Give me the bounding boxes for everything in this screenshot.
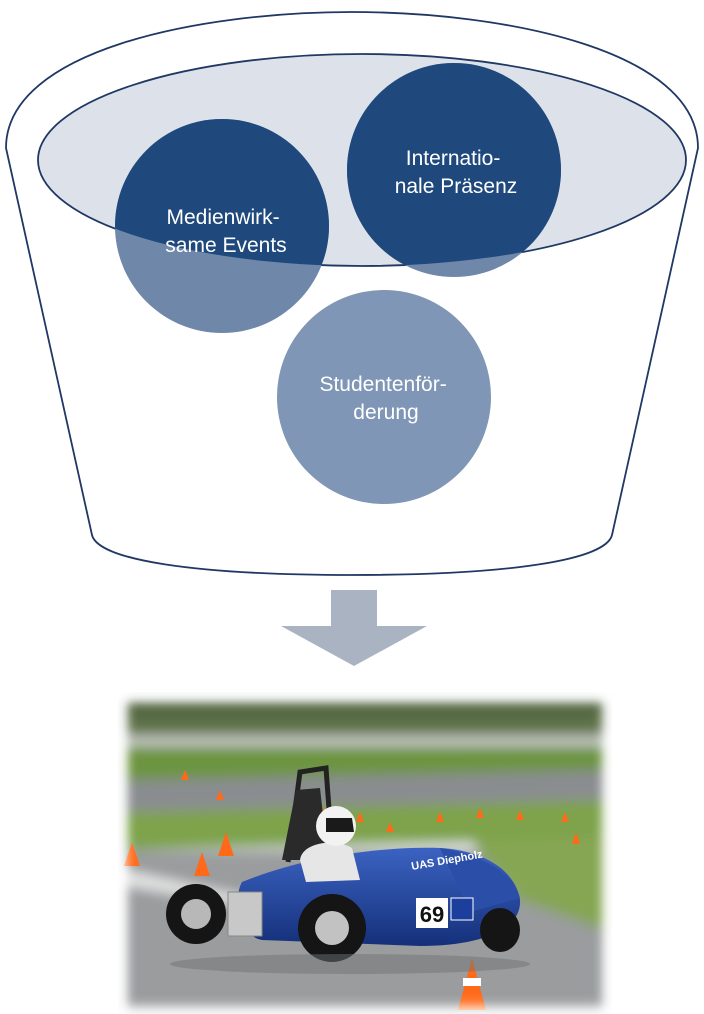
- car-number: 69: [420, 902, 444, 927]
- label-line: derung: [353, 401, 418, 424]
- circle-internationale-praesenz-rim-part: [347, 63, 561, 266]
- label-studentenfoerderung: Studentenför- derung: [319, 373, 452, 424]
- label-line: nale Präsenz: [395, 175, 518, 198]
- label-line: same Events: [165, 234, 286, 257]
- label-line: Studentenför-: [319, 373, 446, 396]
- label-line: Internatio-: [406, 147, 501, 170]
- race-car-photo: 69 UAS Diepholz: [111, 685, 619, 1014]
- cones: [124, 770, 580, 1010]
- label-internationale-praesenz: Internatio- nale Präsenz: [395, 147, 518, 198]
- circle-medienwirksame-events-rim-part: [115, 119, 329, 266]
- down-arrow-icon: [281, 590, 427, 666]
- race-car: 69 UAS Diepholz: [166, 765, 530, 974]
- circle-studentenfoerderung: [277, 290, 491, 504]
- label-line: Medienwirk-: [166, 206, 279, 229]
- label-medienwirksame-events: Medienwirk- same Events: [165, 206, 286, 257]
